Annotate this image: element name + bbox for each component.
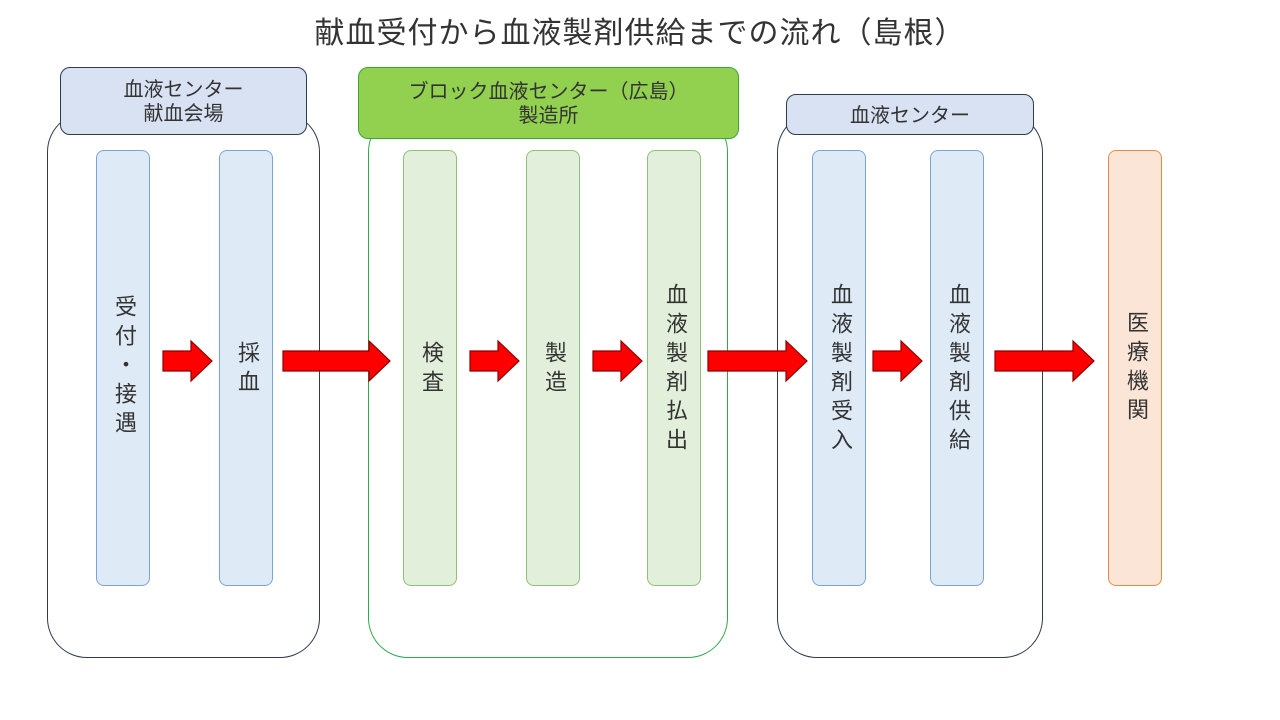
diagram-title: 献血受付から血液製剤供給までの流れ（島根） — [314, 16, 966, 51]
step-blood-collection: 採血 — [219, 150, 273, 586]
header-center-venue-line2: 献血会場 — [143, 101, 224, 125]
header-center: 血液センター — [786, 94, 1034, 135]
group-center-venue — [47, 112, 320, 658]
header-block-center-line2: 製造所 — [518, 103, 579, 127]
step-manufacturing-label: 製造 — [541, 341, 566, 399]
header-center-venue: 血液センター 献血会場 — [60, 67, 307, 135]
step-receiving: 血液製剤受入 — [812, 150, 866, 586]
header-center-label: 血液センター — [850, 102, 970, 127]
step-dispatch: 血液製剤払出 — [647, 150, 701, 586]
arrow-collection-to-testing — [282, 339, 391, 383]
arrow-reception-to-collection — [162, 339, 213, 383]
header-center-venue-line1: 血液センター — [123, 77, 244, 101]
arrow-manufacturing-to-dispatch — [592, 339, 643, 383]
step-testing: 検査 — [403, 150, 457, 586]
step-dispatch-label: 血液製剤払出 — [662, 283, 687, 457]
step-hospital: 医療機関 — [1108, 150, 1162, 586]
step-reception-label: 受付・接遇 — [111, 295, 136, 440]
step-reception: 受付・接遇 — [96, 150, 150, 586]
step-receiving-label: 血液製剤受入 — [827, 283, 852, 457]
header-block-center-line1: ブロック血液センター（広島） — [408, 79, 689, 103]
step-supply: 血液製剤供給 — [930, 150, 984, 586]
arrow-dispatch-to-receiving — [707, 339, 808, 383]
step-testing-label: 検査 — [418, 341, 443, 399]
step-hospital-label: 医療機関 — [1123, 311, 1148, 427]
step-blood-collection-label: 採血 — [234, 341, 259, 399]
step-supply-label: 血液製剤供給 — [945, 283, 970, 457]
step-manufacturing: 製造 — [526, 150, 580, 586]
arrow-supply-to-hospital — [994, 339, 1095, 383]
header-block-center: ブロック血液センター（広島） 製造所 — [358, 67, 739, 139]
arrow-receiving-to-supply — [872, 339, 923, 383]
arrow-testing-to-manufacturing — [469, 339, 520, 383]
